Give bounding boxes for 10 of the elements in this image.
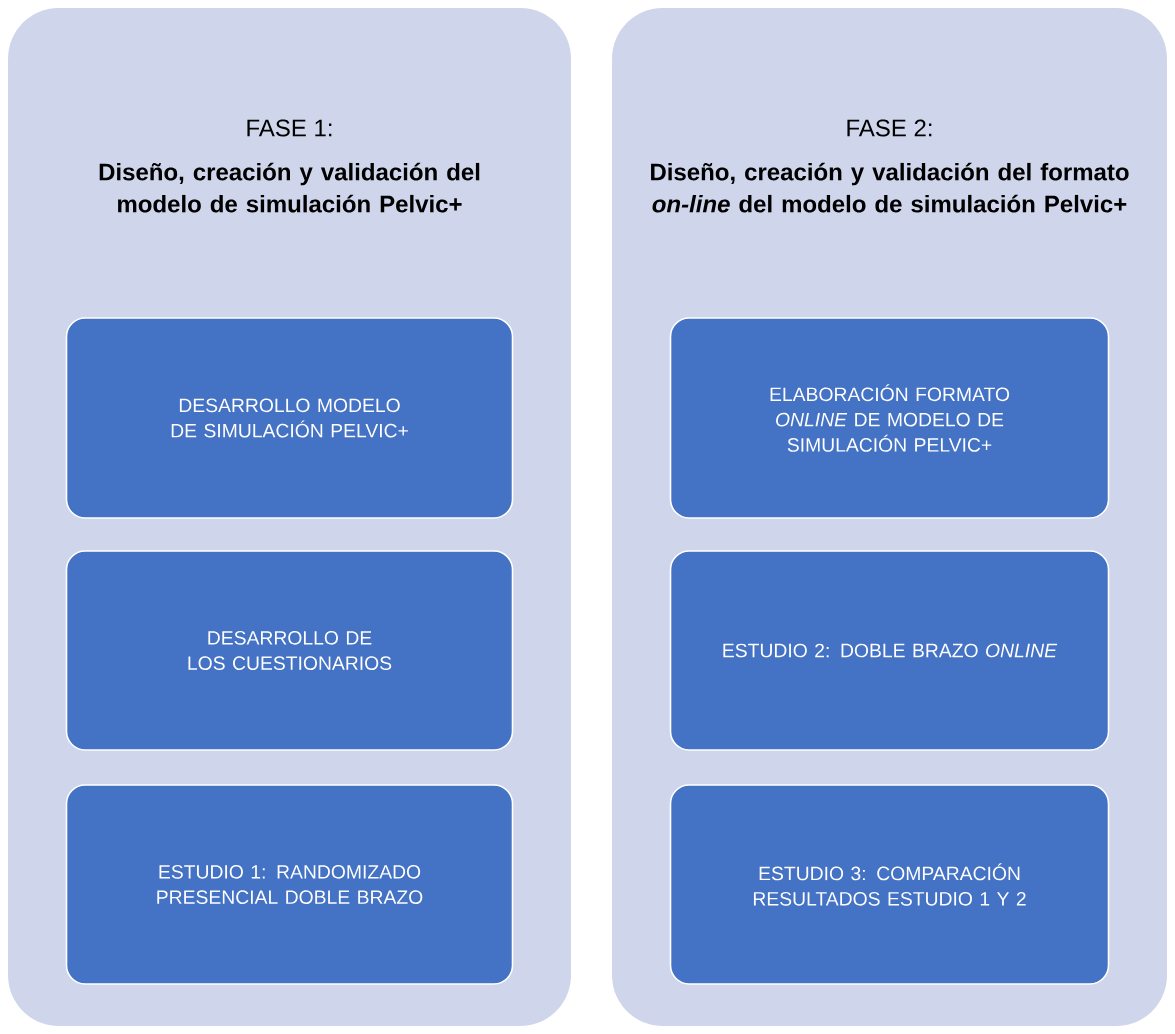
process-box: ELABORACIÓN FORMATO ONLINE DE MODELO DE SIMULACIÓN PELVIC+ (669, 317, 1110, 519)
process-box: ESTUDIO 1: RANDOMIZADO PRESENCIAL DOBLE BRAZO (65, 784, 514, 985)
phase-label: FASE 1: (247, 119, 332, 137)
process-box: ESTUDIO 3: COMPARACIÓN RESULTADOS ESTUDIO 1 Y 2 (669, 784, 1110, 985)
phase-title: Diseño, creación y validación del modelo de simulación Pelvic+ (99, 162, 480, 213)
process-box: DESARROLLO DE LOS CUESTIONARIOS (65, 550, 514, 751)
process-box: ESTUDIO 2: DOBLE BRAZO ONLINE (669, 550, 1110, 751)
phase-label: FASE 2: (847, 119, 932, 137)
process-box: DESARROLLO MODELO DE SIMULACIÓN PELVIC+ (65, 317, 514, 519)
phase-title: Diseño, creación y validación del formato on-line del modelo de simulación Pelvic+ (651, 162, 1129, 213)
